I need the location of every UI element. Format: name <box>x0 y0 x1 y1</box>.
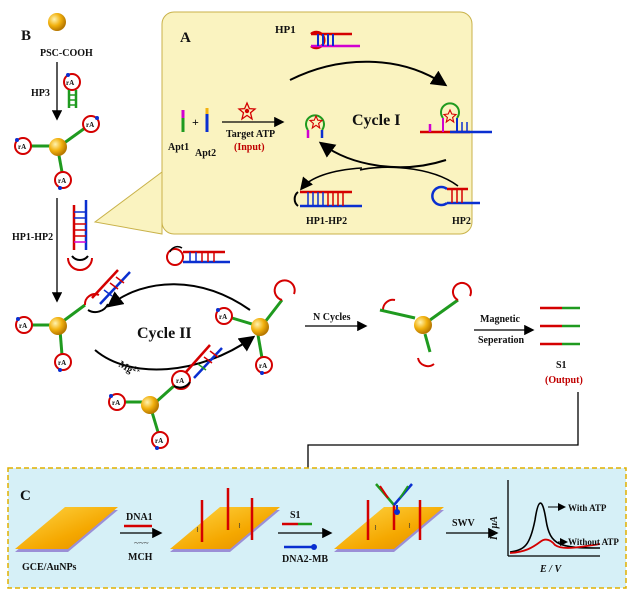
apt1-label: Apt1 <box>168 142 189 153</box>
dna2mb-label: DNA2-MB <box>282 554 328 565</box>
panel-c-label: C <box>20 488 31 504</box>
ra-label-4a: rA <box>219 313 227 321</box>
s1-label-c: S1 <box>290 510 301 521</box>
hp1-complex <box>420 102 492 134</box>
hp1-label: HP1 <box>275 24 296 36</box>
electrode-dna1: ≀ ≀ <box>170 488 280 552</box>
cycle2-arc-bottom <box>94 335 256 371</box>
panel-b: B PSC-COOH rA HP3 rA <box>12 13 583 493</box>
ra-label-3b: rA <box>155 437 163 445</box>
without-atp-label: Without ATP <box>568 537 619 547</box>
cycle1-arc-bottom <box>318 141 447 169</box>
x-axis-label: E / V <box>539 564 562 575</box>
swv-label: SWV <box>452 518 476 529</box>
ra-label-1c: rA <box>58 177 66 185</box>
cycle2-arc-top <box>106 283 251 311</box>
dna1-label: DNA1 <box>126 512 153 523</box>
cycle1-arc-top <box>289 60 448 87</box>
s1-output-label: S1 <box>556 360 567 371</box>
hp1-hp2-label-b: HP1-HP2 <box>12 232 53 243</box>
ra-label-4b: rA <box>259 362 267 370</box>
with-atp-label: With ATP <box>568 503 607 513</box>
hp2-input-arc <box>359 166 459 187</box>
hp1-hp2-duplex-b <box>67 200 93 271</box>
plus-sign: + <box>192 115 199 129</box>
bead-cleaved-final <box>379 281 472 368</box>
mb-tag-icon <box>311 544 317 550</box>
apt2-label: Apt2 <box>195 148 216 159</box>
hp3-label: HP3 <box>31 88 50 99</box>
svg-text:≀: ≀ <box>238 521 241 530</box>
ra-label-hp3: rA <box>66 79 74 87</box>
cycle1-label: Cycle I <box>352 112 400 129</box>
hp1-hp2-output-arc <box>299 167 363 191</box>
hp1-hp2-label-a: HP1-HP2 <box>306 216 347 227</box>
bead-probe-4 <box>215 279 296 375</box>
bead-probe-1 <box>14 115 100 190</box>
ra-label-1b: rA <box>18 143 26 151</box>
swv-plot <box>507 480 601 557</box>
input-label: (Input) <box>234 142 265 153</box>
s1-strands <box>540 306 580 346</box>
svg-text:≀: ≀ <box>196 525 199 534</box>
bead-probe-2 <box>15 269 131 372</box>
free-hp1-hp2 <box>166 245 230 266</box>
electrode-bare <box>15 507 118 552</box>
mch-label: MCH <box>128 552 153 563</box>
without-atp-curve <box>509 538 601 554</box>
mch-wave-icon: ~~~ <box>134 538 149 548</box>
electrode-sandwich: ≀ ≀ <box>334 483 444 552</box>
panel-a: A HP1 + Apt1 Apt2 Target ATP (Input) <box>93 11 492 235</box>
zoom-callout <box>93 171 163 235</box>
hp2-label: HP2 <box>452 216 471 227</box>
ra-label-2a: rA <box>19 322 27 330</box>
psc-cooh-label: PSC-COOH <box>40 48 93 59</box>
seperation-label: Seperation <box>478 335 525 346</box>
panel-c-background <box>7 467 627 589</box>
output-label: (Output) <box>545 375 583 386</box>
atp-star-icon <box>237 101 257 121</box>
bead-probe-3 <box>108 344 223 450</box>
mg-label: Mg2+ <box>117 357 143 379</box>
svg-text:≀: ≀ <box>374 523 377 532</box>
n-cycles-label: N Cycles <box>313 312 351 323</box>
panel-a-label: A <box>180 30 191 46</box>
ra-label-1a: rA <box>86 121 94 129</box>
hp2-hairpin <box>431 185 480 207</box>
y-axis-label: I / μA <box>489 516 500 541</box>
apt-atp-complex <box>305 114 325 138</box>
psc-bead <box>48 13 66 31</box>
magnetic-label: Magnetic <box>480 314 521 325</box>
panel-b-label: B <box>21 28 31 44</box>
target-atp-label: Target ATP <box>226 129 275 140</box>
ra-label-3c: rA <box>176 377 184 385</box>
hp3-hairpin <box>63 73 81 108</box>
gce-label: GCE/AuNPs <box>22 562 77 573</box>
hp1-hp2-duplex-a <box>293 190 362 208</box>
hp1-hairpin <box>310 30 360 50</box>
panel-c: C GCE/AuNPs DNA1 ~~~ MCH ≀ ≀ S1 DNA2-MB <box>7 467 627 589</box>
ra-label-2b: rA <box>58 359 66 367</box>
ra-label-3a: rA <box>112 399 120 407</box>
svg-text:≀: ≀ <box>408 521 411 530</box>
cycle2-label: Cycle II <box>137 325 192 342</box>
panel-a-background <box>161 11 473 235</box>
